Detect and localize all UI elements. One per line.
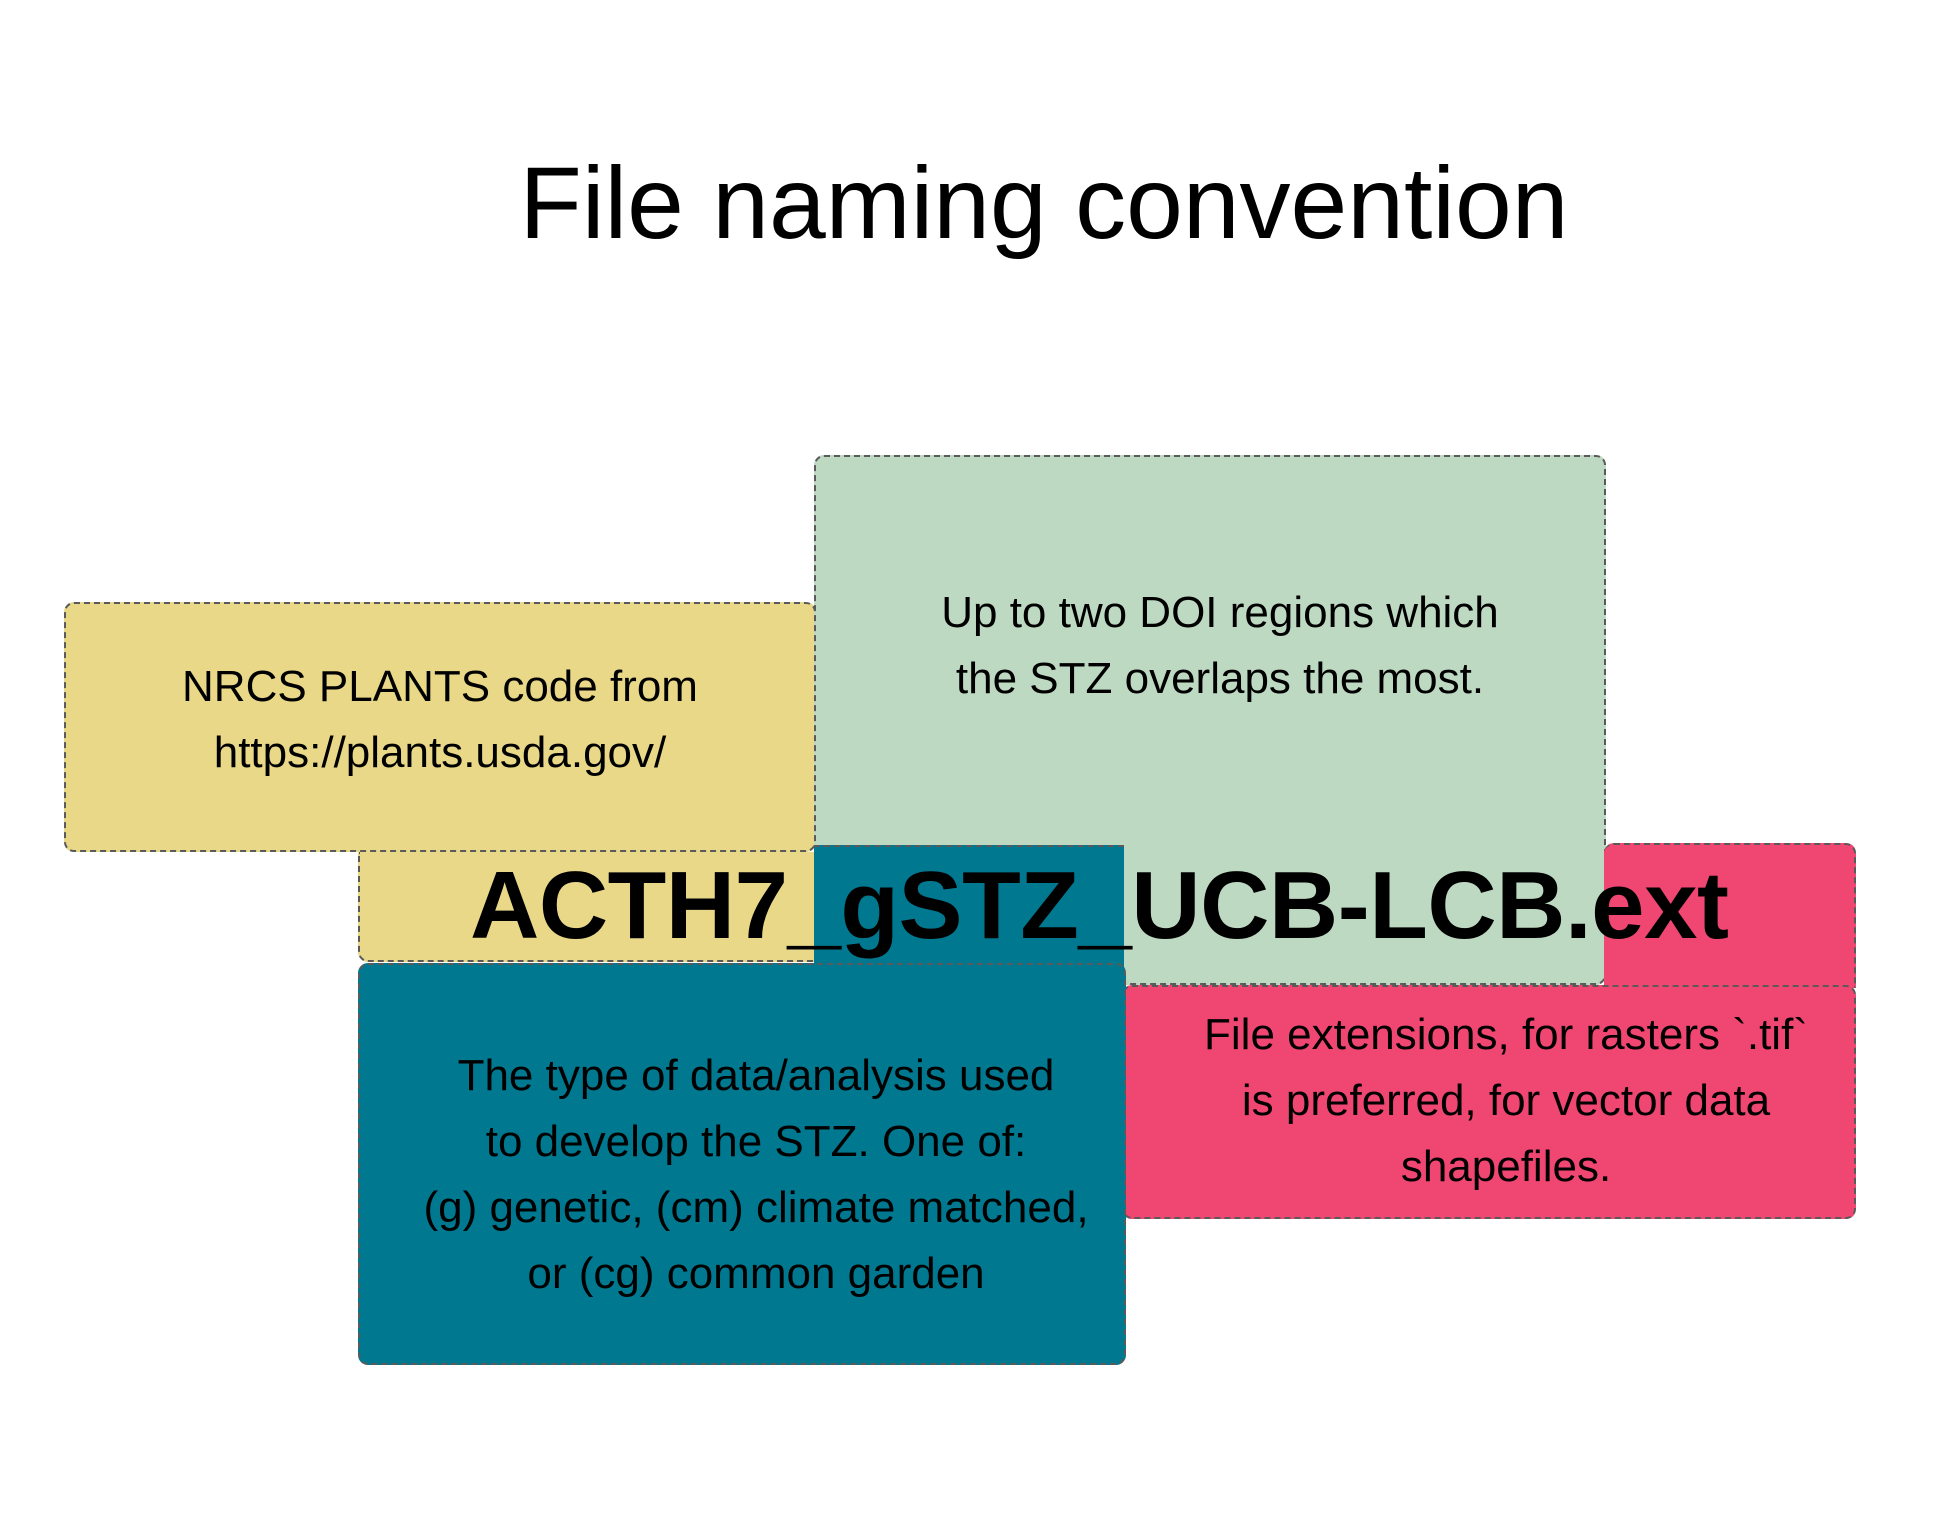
datatype-description: The type of data/analysis used to develo… bbox=[358, 1043, 1154, 1307]
extension-box bbox=[1122, 985, 1856, 1219]
plants-code-line-2: https://plants.usda.gov/ bbox=[213, 728, 667, 777]
datatype-line-2: to develop the STZ. One of: bbox=[485, 1117, 1027, 1166]
extension-line-1: File extensions, for rasters `.tif` bbox=[1204, 1010, 1808, 1059]
datatype-line-1: The type of data/analysis used bbox=[457, 1051, 1055, 1100]
plants-code-box bbox=[64, 602, 816, 852]
datatype-tab bbox=[814, 845, 1124, 975]
page-title: File naming convention bbox=[519, 146, 1569, 260]
doi-regions-line-2: the STZ overlaps the most. bbox=[955, 654, 1485, 703]
plants-code-tab bbox=[358, 852, 816, 962]
extension-description: File extensions, for rasters `.tif` is p… bbox=[1122, 1002, 1890, 1200]
extension-line-3: shapefiles. bbox=[1400, 1142, 1612, 1191]
extension-tab bbox=[1604, 843, 1856, 988]
plants-code-description: NRCS PLANTS code from https://plants.usd… bbox=[64, 654, 816, 786]
doi-regions-line-1: Up to two DOI regions which bbox=[941, 588, 1499, 637]
plants-code-line-1: NRCS PLANTS code from bbox=[182, 662, 698, 711]
example-filename: ACTH7_gSTZ_UCB-LCB.ext bbox=[470, 852, 1729, 959]
datatype-line-3: (g) genetic, (cm) climate matched, bbox=[423, 1183, 1089, 1232]
datatype-line-4: or (cg) common garden bbox=[527, 1249, 985, 1298]
doi-regions-description: Up to two DOI regions which the STZ over… bbox=[814, 580, 1626, 712]
extension-line-2: is preferred, for vector data bbox=[1241, 1076, 1771, 1125]
datatype-box bbox=[358, 963, 1126, 1365]
